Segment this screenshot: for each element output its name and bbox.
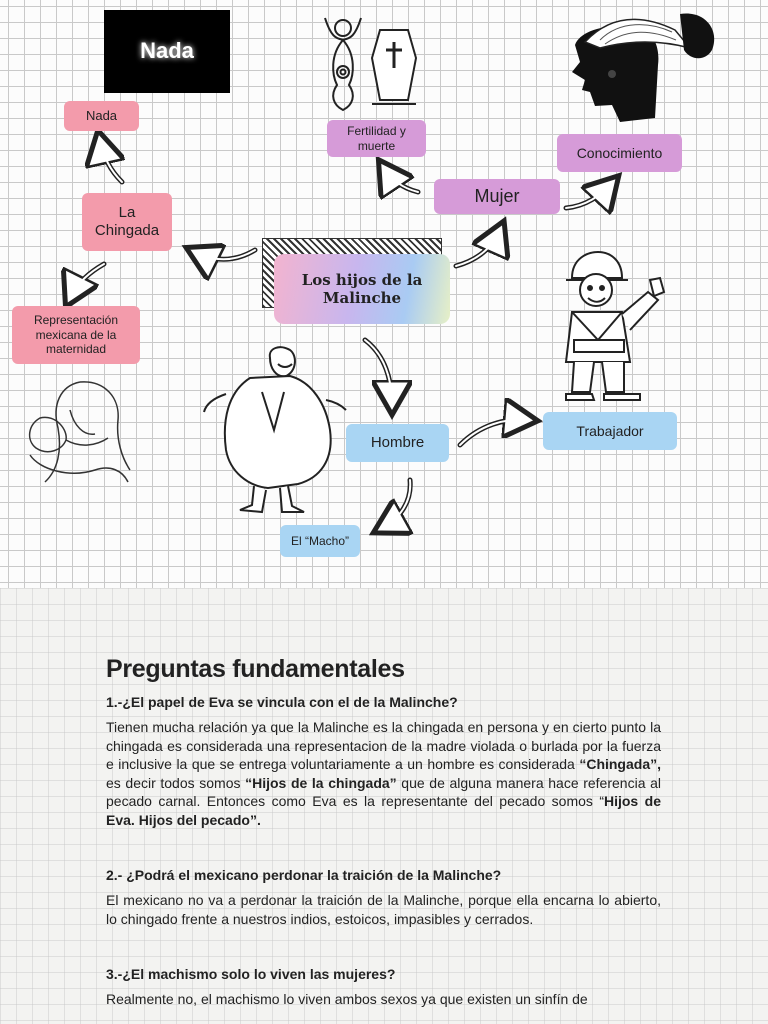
answer-3: Realmente no, el machismo lo viven ambos… (106, 990, 661, 1009)
arrow-chingada-to-nada (100, 140, 122, 182)
arrow-mujer-to-fertilidad (384, 168, 418, 192)
question-3: 3.-¿El machismo solo lo viven las mujere… (106, 966, 661, 982)
answer-1-bold-1: “Chingada”, (579, 756, 661, 772)
node-trabajador-label: Trabajador (576, 423, 643, 440)
arrow-center-to-mujer (456, 230, 500, 266)
arrow-mujer-to-conocimiento (566, 183, 612, 208)
answer-1-part-1: Tienen mucha relación ya que la Malinche… (106, 719, 661, 772)
node-mujer: Mujer (434, 179, 560, 214)
question-1: 1.-¿El papel de Eva se vincula con el de… (106, 694, 661, 710)
answer-1: Tienen mucha relación ya que la Malinche… (106, 718, 661, 829)
builder-icon (566, 252, 664, 400)
fat-man-icon (204, 347, 346, 512)
node-hombre-label: Hombre (371, 434, 424, 452)
answer-1-part-2: es decir todos somos (106, 775, 245, 791)
mother-baby-icon (30, 382, 130, 482)
document-body: Preguntas fundamentales 1.-¿El papel de … (106, 655, 661, 1009)
node-macho: El “Macho” (280, 525, 360, 557)
node-conocimiento-label: Conocimiento (577, 145, 663, 162)
document-title: Preguntas fundamentales (106, 655, 661, 684)
answer-1-bold-2: “Hijos de la chingada” (245, 775, 397, 791)
node-representacion-label: Representación mexicana de la maternidad (18, 313, 134, 356)
node-fertilidad-label: Fertilidad y muerte (337, 124, 416, 153)
node-center-label: Los hijos de la Malinche (294, 271, 430, 307)
node-center: Los hijos de la Malinche (274, 254, 450, 324)
arrow-chingada-to-representacion (70, 264, 104, 298)
nada-title-text: Nada (140, 38, 194, 64)
node-fertilidad: Fertilidad y muerte (327, 120, 426, 157)
node-mujer-label: Mujer (474, 186, 519, 208)
head-book-icon (572, 13, 714, 122)
node-hombre: Hombre (346, 424, 449, 462)
node-conocimiento: Conocimiento (557, 134, 682, 172)
node-nada: Nada (64, 101, 139, 131)
node-trabajador: Trabajador (543, 412, 677, 450)
fertility-goddess-icon (325, 18, 361, 110)
node-representacion: Representación mexicana de la maternidad (12, 306, 140, 364)
node-nada-label: Nada (86, 108, 117, 124)
node-la-chingada-label: La Chingada (90, 204, 164, 240)
node-macho-label: El “Macho” (291, 534, 349, 548)
node-la-chingada: La Chingada (82, 193, 172, 251)
nada-title-box: Nada (104, 10, 230, 93)
question-2: 2.- ¿Podrá el mexicano perdonar la traic… (106, 867, 661, 883)
answer-2: El mexicano no va a perdonar la traición… (106, 891, 661, 928)
coffin-icon (372, 30, 416, 104)
